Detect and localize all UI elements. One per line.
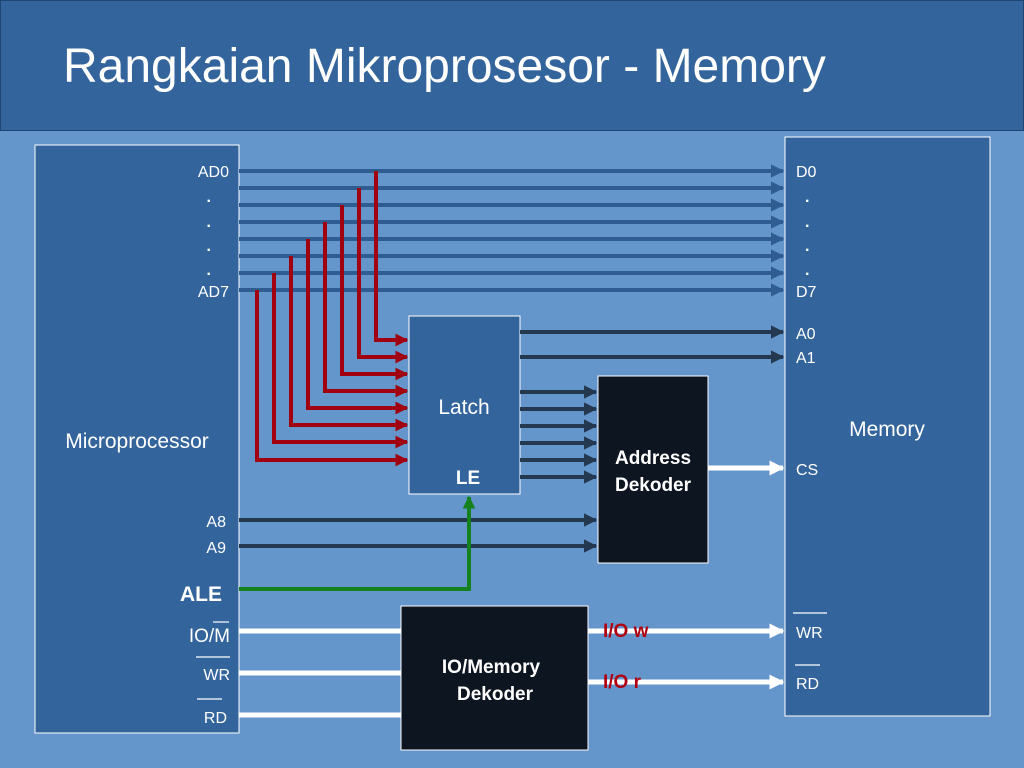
memory-pin-wr: WR [796,625,823,642]
microprocessor-label: Microprocessor [65,430,209,453]
ale-wire [239,495,476,591]
cpu-pin-a8: A8 [206,514,226,531]
cpu-pin-ale: ALE [180,583,222,606]
data-bus [239,164,785,297]
memory-pin-d0: D0 [796,164,817,181]
address-decoder-block [597,375,709,564]
io-memory-decoder-label-line-1: IO/Memory [442,657,541,678]
memory-pin-cs: CS [796,462,818,479]
latch-wire-7 [255,290,409,467]
memory-pin-dot-4: . [805,262,809,279]
cpu-pin-rd: RD [204,710,227,727]
slide-title: Rangkaian Mikroprosesor - Memory [63,40,826,93]
cpu-pin-a9: A9 [206,540,226,557]
latch-wire-2 [340,205,409,381]
title-bar: Rangkaian Mikroprosesor - Memory [0,0,1024,131]
cpu-pin-ad0: AD0 [198,164,229,181]
io-read-label: I/O r [603,672,642,693]
memory-label: Memory [849,418,925,441]
io-write-label: I/O w [603,621,649,642]
cpu-pin-io-m: IO/M [189,626,230,647]
memory-pin-d7: D7 [796,284,817,301]
latch-output-wires [239,325,785,553]
address-decoder-label-line-2: Dekoder [615,475,692,496]
latch-wire-1 [357,188,409,364]
memory-pin-dot-3: . [805,238,809,255]
memory-pin-a1: A1 [796,350,816,367]
memory-pin-a0: A0 [796,326,816,343]
latch-wire-4 [306,239,409,415]
io-memory-decoder-label-line-2: Dekoder [457,684,534,705]
microprocessor-block [34,144,240,734]
cpu-pin-dot-1: . [207,189,211,206]
cpu-pin-wr: WR [203,667,230,684]
address-decoder-label-line-1: Address [615,448,691,469]
overbars [196,612,827,700]
memory-pin-dot-1: . [805,189,809,206]
cpu-pin-labels: AD0 . . . . AD7 A8 A9 ALE IO/M WR RD [180,164,230,727]
memory-block [784,136,991,717]
cpu-pin-dot-2: . [207,214,211,231]
cpu-pin-dot-4: . [207,262,211,279]
latch-label: Latch [438,396,489,419]
latch-enable-label: LE [456,468,480,489]
cpu-pin-ad7: AD7 [198,284,229,301]
memory-pin-labels: D0 . . . . D7 A0 A1 CS WR RD [796,164,823,693]
cpu-pin-dot-3: . [207,238,211,255]
latch-wire-6 [272,273,409,449]
latch-wire-3 [323,222,409,398]
memory-pin-dot-2: . [805,214,809,231]
io-memory-decoder-block [400,605,589,751]
control-wires [239,623,785,718]
latch-block [408,315,521,495]
latch-wire-5 [289,256,409,432]
memory-pin-rd: RD [796,676,819,693]
latch-wire-0 [374,171,409,347]
latch-input-wires [255,171,409,467]
